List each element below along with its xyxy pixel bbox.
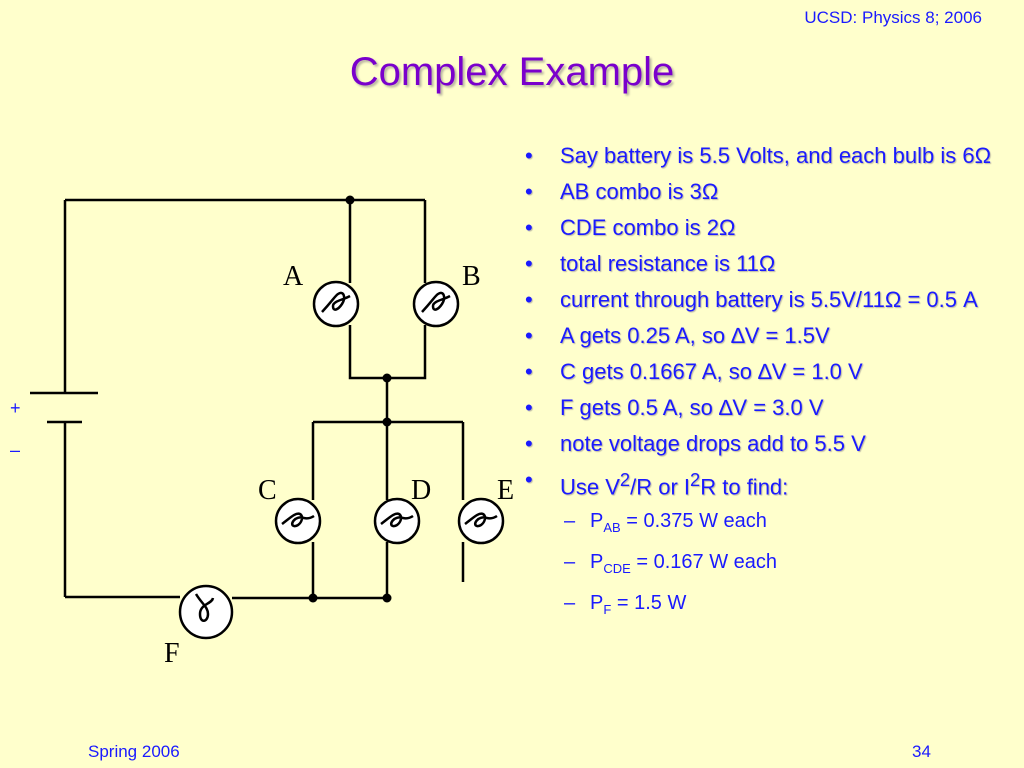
sub-item-subscript: F: [603, 602, 612, 618]
circuit-diagram: + – A B C D E F: [10, 195, 514, 669]
bullet-item: CDE combo is 2Ω: [520, 214, 1000, 241]
bulb-d-icon: [373, 497, 421, 545]
bullet-item: AB combo is 3Ω: [520, 178, 1000, 205]
bullet-item: A gets 0.25 A, so ∆V = 1.5V: [520, 322, 1000, 349]
sub-item-value: = 0.167 W each: [630, 551, 777, 574]
sub-item-pab: PAB = 0.375 W each: [564, 509, 1000, 540]
sub-item-p: P: [590, 551, 604, 574]
power-post: R to find:: [700, 474, 789, 500]
bullet-item-power: Use V2/R or I2R to find:: [520, 466, 1000, 500]
battery-icon: [30, 391, 98, 424]
sub-item-subscript: AB: [603, 520, 621, 536]
bulb-label-b: B: [462, 261, 481, 292]
bulb-a-icon: [312, 280, 360, 328]
bullet-item: F gets 0.5 A, so ∆V = 3.0 V: [520, 394, 1000, 421]
power-sup-2: 2: [690, 469, 701, 490]
battery-minus-label: –: [10, 440, 20, 460]
battery-plus-label: +: [10, 398, 21, 418]
bullet-item: current through battery is 5.5V/11Ω = 0.…: [520, 286, 1000, 313]
bulb-label-c: C: [258, 475, 277, 506]
sub-item-pcde: PCDE = 0.167 W each: [564, 550, 1000, 581]
bullet-item: C gets 0.1667 A, so ∆V = 1.0 V: [520, 358, 1000, 385]
bulb-label-e: E: [497, 475, 514, 506]
wire-top-left: [63, 198, 425, 597]
page-number: 34: [912, 742, 931, 761]
bullet-item: Say battery is 5.5 Volts, and each bulb …: [520, 142, 1000, 169]
bulb-label-d: D: [411, 475, 431, 506]
footer-date: Spring 2006: [88, 742, 180, 761]
sub-item-value: = 0.375 W each: [620, 510, 767, 533]
sub-item-value: = 1.5 W: [611, 592, 687, 615]
sub-list-container: PAB = 0.375 W each PCDE = 0.167 W each P…: [520, 509, 1000, 622]
power-pre: Use V: [560, 474, 620, 500]
sub-item-pf: PF = 1.5 W: [564, 591, 1000, 622]
junction-dots: [308, 195, 392, 603]
bulb-label-f: F: [164, 638, 180, 669]
sub-item-p: P: [590, 592, 604, 615]
sub-list: PAB = 0.375 W each PCDE = 0.167 W each P…: [520, 509, 1000, 622]
sub-item-p: P: [590, 510, 604, 533]
sub-item-subscript: CDE: [603, 561, 631, 577]
bullet-list: Say battery is 5.5 Volts, and each bulb …: [520, 142, 1000, 632]
course-header: UCSD: Physics 8; 2006: [804, 8, 982, 27]
bulb-b-icon: [412, 280, 460, 328]
power-sup-1: 2: [619, 469, 631, 490]
bullet-item: note voltage drops add to 5.5 V: [520, 430, 1000, 457]
bulb-e-icon: [457, 497, 505, 545]
bulb-c-icon: [274, 497, 322, 545]
bulb-label-a: A: [283, 261, 304, 292]
bullet-item: total resistance is 11Ω: [520, 250, 1000, 277]
slide-title: Complex Example: [349, 50, 675, 94]
wire-ab-branch: [348, 200, 427, 422]
power-mid: /R or I: [630, 474, 691, 500]
bulb-f-icon: [178, 584, 234, 640]
wire-bottom: [65, 595, 313, 600]
